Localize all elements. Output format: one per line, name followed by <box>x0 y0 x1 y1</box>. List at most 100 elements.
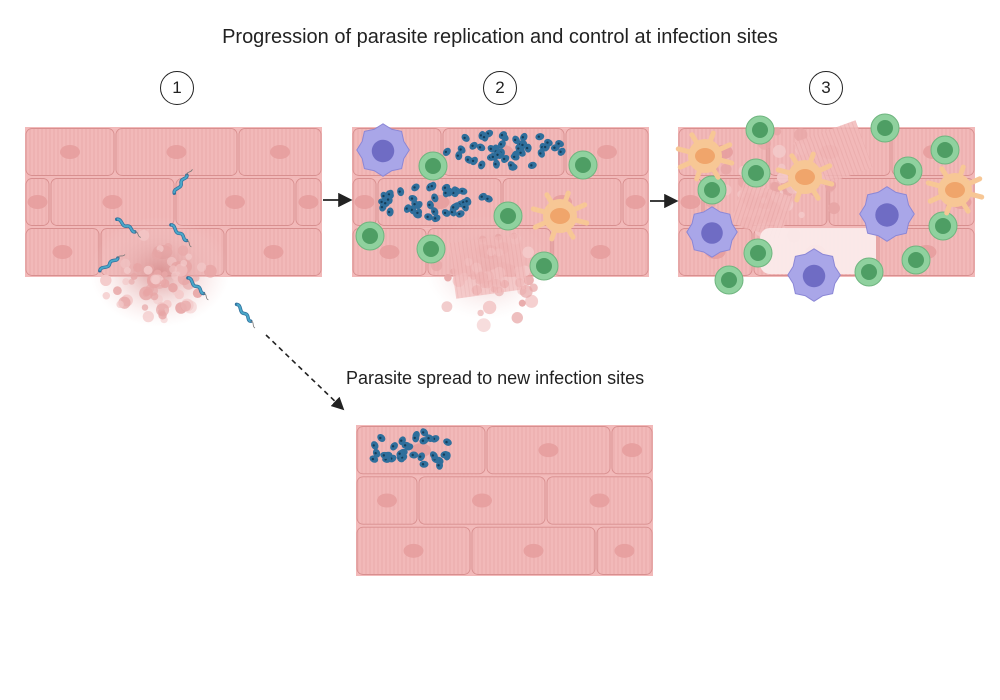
amastigote-kinetoplast <box>489 147 492 151</box>
muscle-nucleus <box>102 195 123 209</box>
tissue-damage-1 <box>90 217 230 327</box>
amastigote-kinetoplast <box>525 146 529 150</box>
muscle-nucleus <box>590 245 611 259</box>
cell-debris <box>525 294 539 308</box>
amastigote-kinetoplast <box>427 437 430 440</box>
muscle-nucleus <box>60 145 80 159</box>
amastigote-kinetoplast <box>419 455 422 458</box>
amastigote-kinetoplast <box>482 135 486 139</box>
amastigote-kinetoplast <box>380 200 383 204</box>
amastigote-kinetoplast <box>411 453 414 457</box>
cell-debris <box>133 263 143 273</box>
amastigote-kinetoplast <box>519 151 522 155</box>
cell-debris <box>185 253 192 260</box>
amastigote-kinetoplast <box>413 202 416 206</box>
amastigote-kinetoplast <box>494 162 497 166</box>
amastigote-kinetoplast <box>458 212 461 216</box>
amastigote-kinetoplast <box>374 451 377 455</box>
amastigote-kinetoplast <box>502 157 506 161</box>
dendritic-nucleus <box>945 182 965 198</box>
t-cell-nucleus <box>536 258 552 274</box>
t-cell-nucleus <box>748 165 764 181</box>
amastigote-kinetoplast <box>443 211 447 215</box>
cell-debris <box>123 267 131 275</box>
cell-debris <box>772 144 786 158</box>
spread-arrow <box>265 334 345 411</box>
t-cell-nucleus <box>362 228 378 244</box>
cell-debris <box>151 249 162 260</box>
amastigote-kinetoplast <box>430 184 433 188</box>
cell-debris <box>161 271 168 278</box>
cell-debris <box>169 265 178 274</box>
diagram-title: Progression of parasite replication and … <box>222 26 778 48</box>
amastigote-kinetoplast <box>421 463 425 466</box>
amastigote-kinetoplast <box>383 202 387 205</box>
amastigote-kinetoplast <box>391 445 395 448</box>
cell-debris <box>168 282 178 293</box>
amastigote-kinetoplast <box>426 215 429 219</box>
amastigote-kinetoplast <box>444 191 447 195</box>
amastigote-kinetoplast <box>466 158 469 161</box>
amastigote-kinetoplast <box>444 150 448 154</box>
cell-debris <box>141 304 149 311</box>
tissue-panel-1 <box>25 127 322 277</box>
dendritic-cell-icon <box>675 130 735 182</box>
amastigote-kinetoplast <box>471 144 474 147</box>
amastigote-kinetoplast <box>382 454 386 457</box>
cell-debris <box>160 279 170 289</box>
trypomastigote-icon <box>234 302 256 329</box>
amastigote-kinetoplast <box>387 193 391 196</box>
amastigote-kinetoplast <box>465 200 468 203</box>
amastigote-kinetoplast <box>463 136 466 140</box>
cell-debris <box>828 202 840 215</box>
muscle-nucleus <box>622 443 642 458</box>
muscle-nucleus <box>472 493 492 508</box>
cell-debris <box>174 263 188 277</box>
cell-debris <box>138 229 150 241</box>
t-cell-nucleus <box>721 272 737 288</box>
amastigote-kinetoplast <box>543 145 547 149</box>
tissue-panel-new-site <box>356 425 653 576</box>
cell-debris <box>147 285 159 296</box>
amastigote-kinetoplast <box>413 436 416 440</box>
cell-debris <box>482 300 497 315</box>
amastigote-kinetoplast <box>539 152 542 155</box>
amastigote-kinetoplast <box>450 210 454 214</box>
dendritic-nucleus <box>695 148 715 164</box>
muscle-nucleus <box>270 145 290 159</box>
cell-debris <box>177 245 189 256</box>
step-3-circle: 3 <box>809 71 843 105</box>
muscle-nucleus <box>523 543 544 558</box>
amastigote-kinetoplast <box>521 136 524 139</box>
amastigote-kinetoplast <box>428 203 431 207</box>
amastigote-kinetoplast <box>499 143 503 146</box>
cell-debris <box>180 300 192 312</box>
muscle-nucleus <box>263 245 284 259</box>
t-cell-nucleus <box>423 241 439 257</box>
cell-debris <box>798 211 805 219</box>
amastigote-kinetoplast <box>379 436 382 440</box>
cell-debris <box>150 274 160 285</box>
amastigote-kinetoplast <box>559 150 562 154</box>
amastigote-kinetoplast <box>463 205 466 209</box>
cell-debris <box>477 309 484 317</box>
amastigote-kinetoplast <box>437 464 440 467</box>
dendritic-cell-icon <box>530 190 590 242</box>
trypomastigote-icon <box>172 169 193 195</box>
amastigote-kinetoplast <box>452 206 455 209</box>
t-cell-nucleus <box>877 120 893 136</box>
amastigote-kinetoplast <box>460 190 464 193</box>
amastigote-kinetoplast <box>400 439 403 442</box>
cell-debris <box>102 291 111 300</box>
t-cell-nucleus <box>937 142 953 158</box>
dendritic-nucleus <box>795 169 815 185</box>
cell-debris <box>130 272 138 280</box>
t-cell-nucleus <box>935 218 951 234</box>
t-cell-nucleus <box>900 163 916 179</box>
spread-label: Parasite spread to new infection sites <box>346 368 645 388</box>
amastigote-kinetoplast <box>421 431 425 434</box>
muscle-nucleus <box>27 195 48 209</box>
amastigote-kinetoplast <box>513 138 517 142</box>
amastigote-kinetoplast <box>398 452 401 455</box>
cell-debris <box>476 318 491 333</box>
